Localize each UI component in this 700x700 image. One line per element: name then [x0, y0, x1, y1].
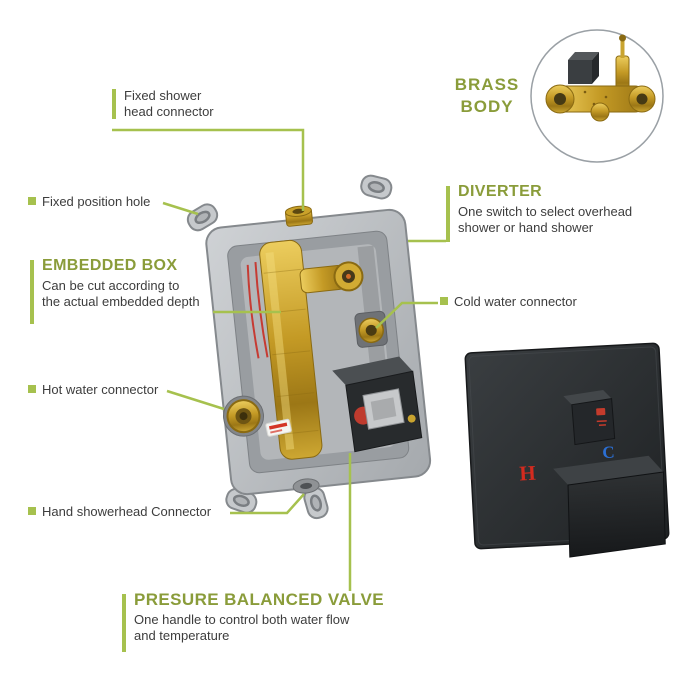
callout-text: Hand showerhead Connector — [42, 504, 212, 519]
callout-hand-showerhead: Hand showerhead Connector — [28, 504, 212, 520]
cold-indicator: C — [602, 443, 615, 463]
brass-body-label-line1: BRASS — [454, 75, 520, 94]
callout-text: Fixed position hole — [42, 194, 151, 209]
line-fixed-shower-head — [112, 128, 305, 211]
callout-text: and temperature — [134, 628, 230, 643]
line-hand-showerhead — [230, 493, 305, 515]
accent-bar — [30, 260, 34, 324]
callout-title: DIVERTER — [458, 183, 543, 200]
callout-text: Hot water connector — [42, 382, 159, 397]
mounting-ear-bottom-center — [303, 487, 329, 520]
callout-fixed-position-hole: Fixed position hole — [28, 194, 151, 210]
callout-fixed-shower-head: Fixed shower head connector — [112, 88, 214, 120]
hot-label-sticker — [265, 418, 292, 437]
line-cold-water — [375, 301, 438, 329]
callout-text: Cold water connector — [454, 294, 577, 309]
hand-shower-port — [292, 478, 320, 494]
brass-body-illustration — [530, 29, 664, 163]
callout-title: PRESURE BALANCED VALVE — [134, 590, 384, 609]
knob-red-icon — [596, 408, 606, 416]
callout-pressure-balanced-valve: PRESURE BALANCED VALVE One handle to con… — [122, 590, 384, 652]
accent-bar — [446, 186, 450, 242]
callout-text: Can be cut according to — [42, 278, 180, 293]
pressure-valve-block — [332, 356, 423, 453]
brass-body-label-line2: BODY — [460, 97, 514, 116]
brass-valve-body — [259, 239, 364, 460]
callout-text: shower or hand shower — [458, 220, 594, 235]
accent-bar — [112, 89, 116, 119]
callout-text: One switch to select overhead — [458, 204, 633, 219]
callout-text: the actual embedded depth — [42, 294, 200, 309]
accent-bullet — [28, 197, 36, 205]
brass-body-graphic — [545, 34, 656, 122]
trim-plate: H C — [464, 342, 670, 558]
callout-text: One handle to control both water flow — [134, 612, 350, 627]
diverter-knob — [563, 390, 616, 446]
knob-red-marks — [596, 420, 607, 427]
callout-title: EMBEDDED BOX — [42, 257, 178, 274]
hot-water-port — [223, 395, 265, 437]
depth-cut-mark — [254, 261, 269, 358]
main-handle — [553, 455, 666, 558]
accent-bullet — [28, 507, 36, 515]
hot-indicator: H — [519, 461, 537, 486]
brass-body-label: BRASS BODY — [449, 74, 525, 118]
callout-cold-water: Cold water connector — [440, 294, 577, 310]
callout-text: head connector — [124, 104, 214, 119]
line-hot-water — [166, 389, 225, 411]
cold-water-port — [354, 310, 388, 348]
callout-diverter: DIVERTER One switch to select overhead s… — [446, 183, 633, 242]
callout-hot-water: Hot water connector — [28, 382, 159, 398]
line-fixed-position-hole — [162, 201, 199, 216]
mounting-ear-top-left — [186, 203, 219, 232]
callout-text: Fixed shower — [124, 88, 202, 103]
embedded-box-illustration — [186, 174, 432, 520]
callout-lines — [112, 128, 446, 591]
accent-bar — [122, 594, 126, 652]
callout-embedded-box: EMBEDDED BOX Can be cut according to the… — [30, 257, 200, 324]
accent-bullet — [28, 385, 36, 393]
fixed-shower-port — [284, 205, 313, 227]
mounting-ear-top-right — [360, 174, 393, 200]
accent-bullet — [440, 297, 448, 305]
